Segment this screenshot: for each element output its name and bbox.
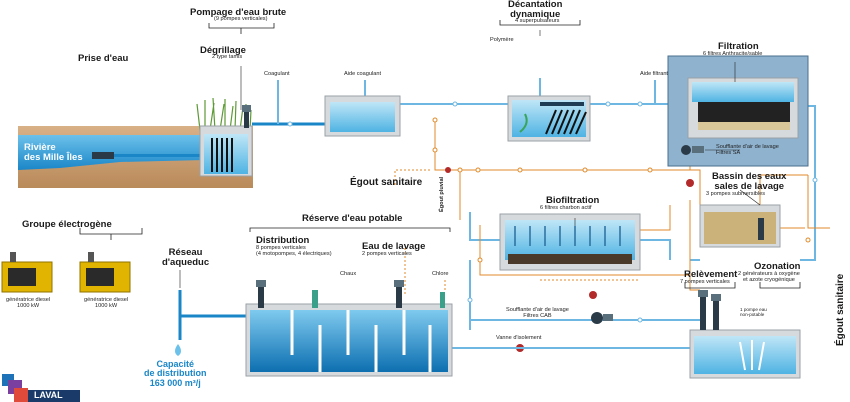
degrillage-title: Dégrillage — [200, 45, 246, 56]
distribution-title: Distribution — [256, 235, 310, 246]
flow-arrow-icon — [519, 113, 528, 133]
chaux-injector-icon — [312, 290, 318, 308]
submersible-pump-icon — [758, 218, 764, 240]
biofiltration-title: Biofiltration — [546, 195, 600, 206]
aide-coagulant-label: Aide coagulant — [344, 71, 382, 77]
relevement-subtitle: 7 pompes verticales — [680, 279, 730, 285]
polymere-label: Polymère — [490, 37, 514, 43]
reservoir-tank — [245, 280, 453, 377]
ozonation-title: Ozonation — [754, 261, 801, 272]
aide-filtrant-label: Aide filtrant — [640, 71, 668, 77]
chlore-injector-icon — [440, 292, 445, 308]
capacite-label: Capacité de distribution 163 000 m³/j — [144, 359, 207, 388]
lamella-plates — [545, 109, 587, 135]
bassin-subtitle: 3 pompes submersibles — [706, 191, 766, 197]
filtration-title: Filtration — [718, 41, 759, 52]
decantation-title: Décantation dynamique — [508, 0, 563, 20]
decantation-tank — [507, 95, 591, 142]
bassin-title: Bassin des eaux sales de lavage — [712, 171, 787, 192]
pompe-eau-label: 1 pompe eau non-potable — [740, 307, 767, 317]
generator-2-label: génératrice diesel 1000 kW — [84, 297, 129, 309]
leader-lines — [179, 30, 761, 288]
soufflante-cab-label: Soufflante d'air de lavage Filtres CAB — [506, 307, 569, 319]
raw-pump-motor — [242, 105, 251, 112]
water-drop-icon — [175, 344, 181, 356]
pompage-title: Pompage d'eau brute — [190, 7, 287, 18]
prise-label: Prise d'eau — [78, 53, 129, 64]
cab-blower-icon — [591, 312, 603, 324]
laval-logo — [2, 374, 80, 402]
valve-icon — [589, 291, 597, 299]
grass-icon — [196, 97, 252, 131]
reseau-label: Réseau d'aqueduc — [162, 247, 210, 268]
groupe-title: Groupe électrogène — [22, 219, 112, 230]
coagulation-tank — [324, 95, 401, 137]
carbon-layer — [508, 254, 632, 264]
chaux-label: Chaux — [340, 271, 357, 277]
biofiltration-tank — [499, 213, 641, 324]
generator-1-label: génératrice diesel 1000 kW — [6, 297, 51, 309]
generator-2 — [79, 252, 131, 293]
lift-pump-icon — [700, 296, 706, 330]
label-brackets — [79, 20, 801, 289]
egout-sanitaire-label: Égout sanitaire — [350, 177, 423, 188]
coagulant-label: Coagulant — [264, 71, 290, 77]
distribution-pump-icon — [258, 286, 264, 308]
ozone-bubbles — [739, 340, 765, 371]
raw-pump-icon — [244, 110, 249, 128]
ozonation-subtitle: 2 générateurs à oxygène et azote cryogén… — [738, 271, 800, 283]
logo-text: LAVAL — [34, 390, 63, 400]
egout-pluvial-label: Égout pluvial — [439, 176, 445, 212]
vanne-label: Vanne d'isolement — [496, 335, 542, 341]
reserve-title: Réserve d'eau potable — [302, 213, 403, 224]
chlore-label: Chlore — [432, 271, 449, 277]
screen-bars — [211, 138, 233, 172]
soufflante-sa-label: Soufflante d'air de lavage Filtres SA — [716, 144, 779, 156]
riviere-label: Rivière des Mille Îles — [24, 142, 83, 163]
generator-1 — [1, 252, 53, 293]
ozonation-tank — [689, 290, 801, 379]
relevement-title: Relèvement — [684, 269, 738, 280]
filtration-subtitle: 6 filtres Anthracite/sable — [703, 51, 763, 57]
filtration-building — [667, 55, 809, 167]
sand-layer — [698, 122, 790, 130]
valve-icon — [445, 167, 451, 173]
eau-lavage-title: Eau de lavage — [362, 241, 426, 252]
distribution-subtitle: 8 pompes verticales (4 motopompes, 4 éle… — [256, 245, 332, 257]
egout-sanitaire-2-label: Égout sanitaire — [835, 273, 846, 346]
intake-pipe-head — [92, 152, 114, 159]
valve-icon — [686, 179, 694, 187]
degrillage-subtitle: 2 type tamis — [212, 54, 243, 60]
reservoir-baffles — [290, 310, 432, 372]
pompage-subtitle: (9 pompes verticales) — [214, 16, 268, 22]
decantation-subtitle: 4 superpulsateurs — [515, 18, 560, 24]
intake-pipe — [114, 154, 204, 157]
wash-pump-icon — [396, 286, 402, 308]
washwater-basin — [699, 204, 781, 248]
bio-diffusers — [514, 226, 621, 246]
biofiltration-subtitle: 6 filtres charbon actif — [540, 205, 592, 211]
intake-area — [18, 97, 253, 188]
lift-pump-icon — [713, 300, 719, 330]
blower-icon — [681, 145, 691, 155]
eau-lavage-subtitle: 2 pompes verticales — [362, 251, 412, 257]
